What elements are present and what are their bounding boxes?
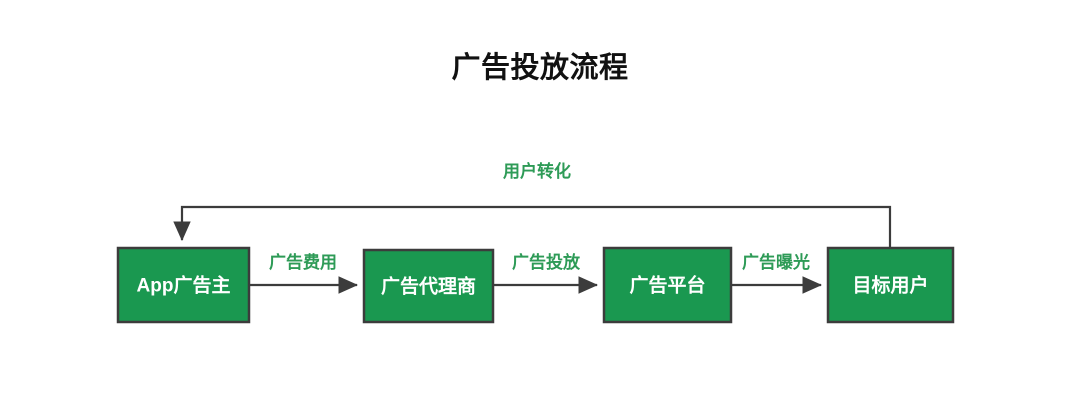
node-agency-box[interactable]	[362, 248, 495, 324]
edge-users-to-advertiser: 用户转化	[173, 161, 892, 248]
edge-advertiser-to-agency: 广告费用	[249, 252, 359, 294]
node-target-users-box[interactable]	[826, 246, 955, 324]
node-platform-label: 广告平台	[629, 274, 705, 297]
edge-label-user-conversion: 用户转化	[503, 161, 571, 181]
node-agency[interactable]: 广告代理商	[362, 248, 495, 324]
edge-label-ad-delivery: 广告投放	[512, 252, 581, 272]
node-agency-label: 广告代理商	[381, 275, 476, 298]
edge-platform-to-users: 广告曝光	[731, 252, 823, 294]
node-advertiser-box[interactable]	[116, 246, 251, 324]
edge-users-to-advertiser-line	[173, 205, 892, 248]
node-advertiser-label: App广告主	[137, 274, 231, 297]
node-target-users-label: 目标用户	[852, 274, 928, 297]
node-advertiser[interactable]: App广告主	[116, 246, 251, 324]
edge-agency-to-platform: 广告投放	[493, 252, 599, 294]
edge-label-ad-exposure: 广告曝光	[742, 252, 810, 272]
node-platform[interactable]: 广告平台	[602, 246, 733, 324]
node-platform-box[interactable]	[602, 246, 733, 324]
node-target-users[interactable]: 目标用户	[826, 246, 955, 324]
page-title: 广告投放流程	[451, 52, 629, 84]
edge-label-ad-fee: 广告费用	[269, 252, 337, 272]
